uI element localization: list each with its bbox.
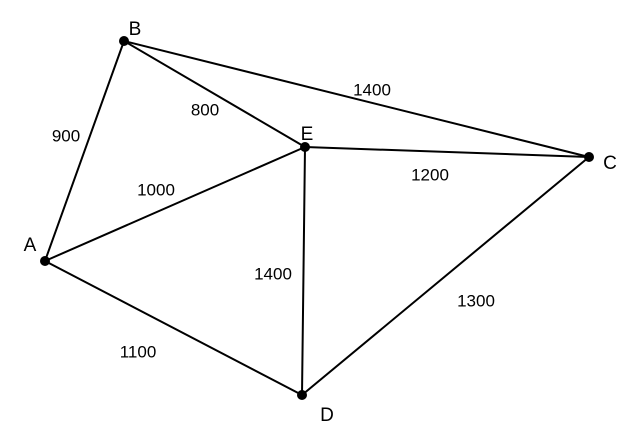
edge-b-e bbox=[123, 40, 306, 148]
edge-e-c bbox=[304, 146, 590, 158]
edge-a-b bbox=[44, 40, 125, 262]
node-a bbox=[40, 256, 50, 266]
node-d bbox=[297, 390, 307, 400]
node-label-layer: A B C D E bbox=[24, 19, 617, 426]
node-label-e: E bbox=[301, 124, 314, 145]
weight-label-b-c: 1400 bbox=[353, 80, 391, 99]
node-label-a: A bbox=[24, 235, 37, 256]
edge-b-c bbox=[123, 40, 590, 158]
node-b bbox=[119, 36, 129, 46]
weight-label-layer: 900 800 1400 1000 1200 1400 1100 1300 bbox=[52, 80, 495, 361]
weight-label-d-c: 1300 bbox=[457, 291, 495, 310]
node-label-d: D bbox=[320, 405, 334, 426]
edge-e-d bbox=[301, 146, 306, 396]
edge-a-d bbox=[44, 260, 303, 396]
weight-label-a-e: 1000 bbox=[137, 180, 175, 199]
weight-label-b-e: 800 bbox=[191, 100, 219, 119]
node-layer bbox=[40, 36, 594, 400]
node-label-b: B bbox=[129, 19, 142, 40]
node-label-c: C bbox=[603, 153, 617, 174]
weight-label-e-c: 1200 bbox=[411, 165, 449, 184]
weight-label-e-d: 1400 bbox=[254, 264, 292, 283]
edge-d-c bbox=[301, 156, 590, 396]
edge-a-e bbox=[44, 146, 306, 262]
edge-layer bbox=[44, 40, 590, 396]
weight-label-a-b: 900 bbox=[52, 126, 80, 145]
weight-label-a-d: 1100 bbox=[120, 342, 157, 361]
node-c bbox=[584, 152, 594, 162]
node-e bbox=[300, 142, 310, 152]
